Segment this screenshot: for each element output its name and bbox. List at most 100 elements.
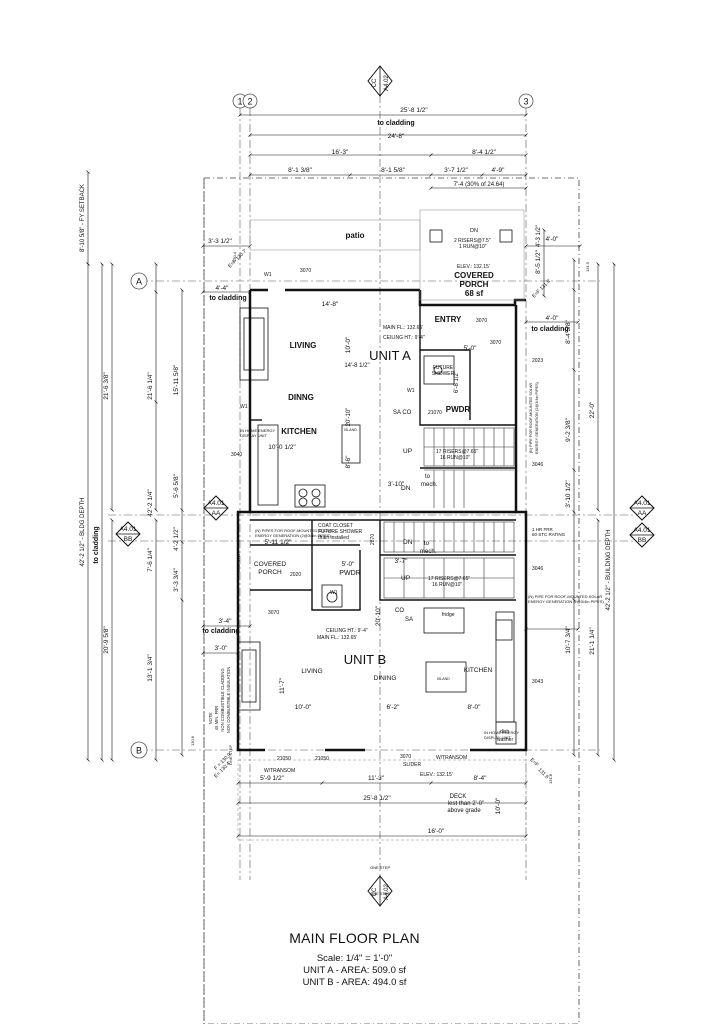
dim-10-0c: 10'-0" <box>495 797 502 814</box>
dim-14-8: 14'-8" <box>322 301 339 308</box>
dim-5-0: 5'-0" <box>342 561 356 568</box>
dim-8-1-38: 8'-1 3/8" <box>288 167 312 174</box>
elev-f-e: E=F <box>529 757 540 768</box>
room-dining-a: DINNG <box>288 393 314 402</box>
dim-7-6: 7'-6 1/4" <box>147 547 154 571</box>
dim-4-0-top: 4'-0" <box>546 236 560 243</box>
title-block: MAIN FLOOR PLAN Scale: 1/4" = 1'-0" UNIT… <box>0 930 709 989</box>
room-covered-porch-b: PORCH <box>258 569 282 576</box>
interior-walls <box>250 305 516 611</box>
room-future-shower-a2: SHOWER <box>432 371 455 377</box>
one-step-c: ONE STEP <box>370 865 391 870</box>
room-covered-porch-a2: PORCH <box>460 280 489 289</box>
frr1: 1 HR FRR <box>532 527 554 532</box>
pipes-a1: (N) PIPES FOR ROOF-MOUNTED SOLAR <box>255 528 332 533</box>
section-marker-top: CC A4.02 <box>367 65 393 97</box>
energy-b2: DISPLAY UNIT <box>484 735 512 740</box>
dim-6-2: 6'-2" <box>387 704 401 711</box>
dim-5-11: 5'-11 1/2" <box>265 539 293 546</box>
dish: dish <box>500 729 509 735</box>
dim-9-2: 9'-2 3/8" <box>565 417 572 441</box>
dim-16-0: 16'-0" <box>428 828 445 835</box>
island-a: ISLAND <box>344 428 357 432</box>
svg-text:CC: CC <box>372 78 378 87</box>
hatching <box>237 209 527 841</box>
note-l1: NOTE: <box>208 712 213 725</box>
pipes-rb2: ENERGY GENERATION (2@3/4in PIPES) <box>528 599 604 604</box>
grid-bubbles <box>130 93 534 759</box>
unit-a-label: UNIT A <box>369 348 411 363</box>
slider: SLIDER <box>403 762 421 768</box>
elev-b: ELEV.: 132.15' <box>420 772 453 778</box>
dim-3-3: 3'-3 1/2" <box>208 238 232 245</box>
one-step-a: ONE STEP <box>236 552 241 573</box>
svg-text:BB: BB <box>638 537 647 544</box>
elev-a: ELEV.: 132.15' <box>457 264 490 270</box>
room-covered-porch-b-top: COVERED <box>254 561 286 568</box>
dim-7-4: 7'-4 (30% of 24.64) <box>454 182 505 188</box>
dim-4-9: 4'-9" <box>492 167 506 174</box>
grid-label-1: 1 <box>237 97 242 107</box>
room-future-shower-a: FUTURE <box>433 365 454 371</box>
win-w1b: W1 <box>240 404 248 410</box>
dim-20-9: 20'-9 5/8" <box>103 626 110 654</box>
room-pwdr-b: PWDR <box>339 570 360 577</box>
dn-porch: DN <box>470 228 478 234</box>
dim-5-9: 5'-9 1/2" <box>260 775 284 782</box>
spot-bl: 130.6 <box>190 735 195 746</box>
to-cladding-r: to cladding <box>531 326 568 333</box>
room-covered-porch-a3: 68 sf <box>465 289 484 298</box>
svg-text:AA: AA <box>212 510 221 517</box>
witransom-r: W/TRANSOM <box>436 755 467 761</box>
dim-11-7: 11'-7" <box>279 677 286 694</box>
ceiling-a: CEILING HT.: 9'-4" <box>383 335 425 341</box>
win-3040: 3040 <box>231 452 242 458</box>
grid-label-3: 3 <box>523 97 528 107</box>
property-lines <box>203 177 580 1024</box>
win-3070-entry: 3070 <box>476 318 487 324</box>
energy-b1: IN HOME ENERGY <box>484 730 519 735</box>
fridge: fridge <box>442 612 455 618</box>
spot-tl: 130.4 <box>232 251 237 262</box>
main-fl-b: MAIN FL.: 132.65' <box>317 635 357 641</box>
up-a: UP <box>403 448 412 455</box>
dim-5-6: 5'-6 5/8" <box>173 473 180 497</box>
dim-8-10: 8'-10 5/8" - FY SETBACK <box>80 184 86 252</box>
win-w1: W1 <box>264 272 272 278</box>
ceiling-b: CEILING HT.: 9'-4" <box>326 628 368 634</box>
room-entry: ENTRY <box>435 315 462 324</box>
dim-15-11: 15'-11 5/8" <box>173 364 180 395</box>
win-3043: 3043 <box>532 679 543 685</box>
note-l4: NON COMBUSTIBLE INSULATION <box>226 667 231 733</box>
coat-closet-2: FUTURE SHOWER <box>318 529 363 535</box>
dim-25-8-bot: 25'-8 1/2" <box>363 795 391 802</box>
dim-21-6-14: 21'-6 1/4" <box>147 372 154 400</box>
one-step-d: ONE STEP <box>370 891 391 896</box>
win-3046-a: 3046 <box>532 462 543 468</box>
dn-b: DN <box>403 539 413 546</box>
witransom-l: W/TRANSOM <box>264 768 295 774</box>
dim-4-0-right: 4'-0" <box>546 315 560 322</box>
dimension-texts: 25'-8 1/2" to cladding 24'-8" 16'-3" 8'-… <box>80 107 612 835</box>
win-3070-a: 3070 <box>300 268 311 274</box>
energy-a1: IN HOME ENERGY <box>240 428 275 433</box>
dn-a: DN <box>401 485 411 492</box>
grid-label-a: A <box>136 277 142 287</box>
pipes-r1: (N) PIPE FOR ROOF-MOUNTED SOLAR <box>529 383 533 454</box>
svg-text:CC: CC <box>372 887 378 896</box>
coat-closet-1: COAT CLOSET <box>318 523 353 529</box>
dim-8-1-58: 8'-1 5/8" <box>381 167 405 174</box>
spot-tr: 131.9 <box>585 261 590 272</box>
washer: washer <box>497 737 513 743</box>
section-marker-bottom: CC A4.02 <box>367 875 393 907</box>
sa-co: SA CO <box>393 410 412 416</box>
dim-4-2: 4'-2 1/2" <box>173 526 180 550</box>
win-3070-slider: 3070 <box>400 754 411 760</box>
to-cladding-left: to cladding <box>93 526 100 563</box>
to-cladding-top: to cladding <box>377 120 414 127</box>
stair-a2: 16 RUN@10" <box>440 455 470 461</box>
dim-3-3-34: 3'-3 3/4" <box>173 567 180 591</box>
dim-4-3: 4'-3 1/2" <box>536 225 542 247</box>
room-dining-b: DINING <box>374 675 397 682</box>
section-marker-right-bb: A4.01 BB <box>629 522 655 548</box>
